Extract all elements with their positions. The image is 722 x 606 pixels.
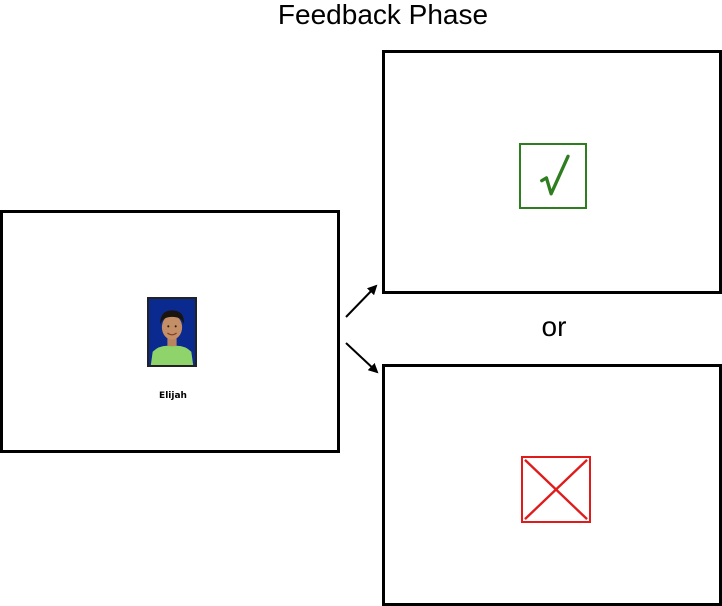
- incorrect-feedback-screen: [382, 364, 722, 606]
- stimulus-screen: Elijah: [0, 210, 340, 453]
- diagram-title: Feedback Phase: [277, 0, 489, 30]
- or-label: or: [541, 311, 567, 342]
- stimulus-name: Elijah: [159, 391, 187, 401]
- correct-feedback-screen: [382, 50, 722, 294]
- checkmark-icon: [519, 143, 587, 209]
- arrow-to-correct: [345, 284, 378, 318]
- x-icon: [521, 456, 591, 523]
- arrow-to-incorrect: [345, 342, 379, 374]
- portrait-photo: [147, 297, 197, 367]
